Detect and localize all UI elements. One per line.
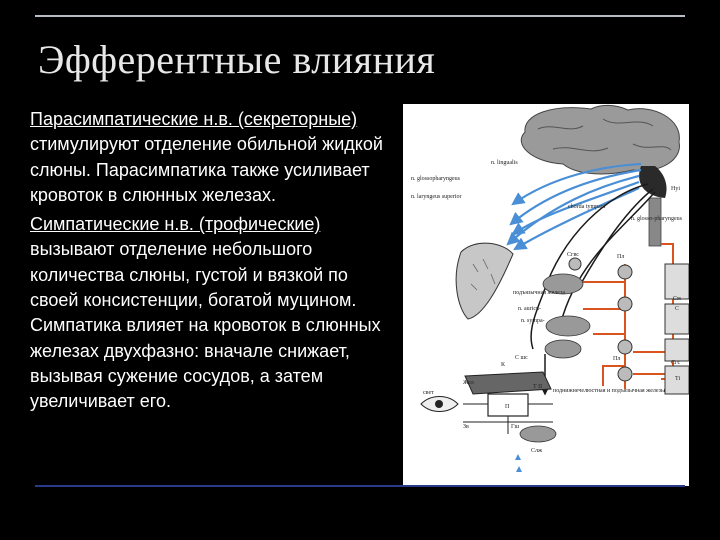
paragraph-parasympathetic: Парасимпатические н.в. (секреторные) сти…	[30, 107, 400, 208]
label-zv: Зв	[463, 424, 469, 430]
label-n-sympat: n. sympa-	[521, 318, 545, 324]
label-p: П	[505, 404, 510, 410]
label-pl2: Пл	[613, 356, 620, 362]
afferent-arrows	[506, 162, 642, 251]
brainstem	[639, 166, 667, 198]
paragraph-parasympathetic-text: стимулируют отделение обильной жидкой сл…	[30, 134, 383, 205]
tongue-texture	[470, 258, 496, 291]
label-n-sub-left: подъязычная железа	[513, 290, 565, 296]
label-chorda-tympani: chorda tympani	[568, 204, 606, 210]
label-cm: См	[673, 296, 681, 302]
submandibular-gland	[545, 315, 591, 337]
ganglia	[568, 257, 633, 382]
eye-pupil	[435, 400, 443, 408]
segment-box-1	[664, 263, 689, 300]
label-sgv: Сгвс	[567, 252, 579, 258]
label-n-glossopharyngeus: n. glossopharyngeus	[411, 176, 461, 182]
label-n-glossopharyngeus-2: n. glosso-pharyngeus	[631, 216, 683, 222]
bottom-rule	[35, 485, 685, 487]
glands	[519, 273, 591, 443]
efferent-nerves	[530, 183, 656, 396]
tongue-shape	[455, 242, 514, 320]
label-n-laryngeus: n. laryngeus superior	[411, 194, 462, 200]
spinal-cord	[648, 197, 662, 247]
paragraph-sympathetic-text: вызывают отделение небольшого количества…	[30, 239, 381, 412]
top-rule	[35, 15, 685, 17]
blue-arrow-2	[509, 168, 642, 226]
brain-folds	[537, 118, 672, 152]
label-s-sh: С шс	[515, 355, 528, 361]
segment-box-2	[664, 303, 689, 335]
nerve-chorda	[530, 183, 649, 350]
ganglion-1	[617, 264, 633, 280]
label-pl: Пл	[617, 254, 624, 260]
label-sluna: Слж	[531, 448, 543, 454]
spinal-segments	[664, 263, 689, 395]
sym-4	[602, 365, 625, 386]
slide-title: Эфферентные влияния	[38, 37, 436, 82]
label-svet: свет	[423, 390, 434, 396]
ganglion-sgv	[568, 257, 582, 271]
label-t-ii: Т II	[533, 384, 542, 390]
label-gsh: Гш	[511, 424, 519, 430]
blue-arrow-4	[511, 180, 640, 236]
label-zhel: Жел	[463, 380, 474, 386]
ganglion-3	[617, 339, 633, 355]
segment-box-4	[664, 365, 689, 395]
reflex-lines	[463, 403, 553, 434]
label-hyp: Нуі	[671, 186, 680, 192]
nerve-superior	[557, 191, 656, 335]
label-n-lingualis: n. lingualis	[491, 160, 518, 166]
blue-arrow-3	[506, 174, 640, 246]
paragraph-sympathetic: Симпатические н.в. (трофические) вызываю…	[30, 212, 400, 414]
label-pzh: поднижнечелюстная и подъязычная железы	[553, 388, 665, 394]
label-c: С	[675, 306, 679, 312]
label-k: К	[501, 362, 506, 368]
ganglion-4	[617, 366, 633, 382]
brain-shape	[520, 104, 680, 175]
ganglion-2	[617, 296, 633, 312]
blue-arrow-5	[513, 186, 640, 251]
label-sgs: Сгс	[671, 360, 680, 366]
blue-arrow-1	[511, 162, 642, 206]
nerve-glosso	[577, 188, 654, 290]
label-n-auric: n. auricu-	[518, 306, 541, 312]
saliva-drop-gland	[519, 425, 557, 443]
salivary-innervation-diagram: n. lingualis n. glossopharyngeus n. lary…	[403, 104, 689, 486]
reflex-box-top	[464, 371, 552, 395]
diagram-svg: n. lingualis n. glossopharyngeus n. lary…	[411, 104, 689, 472]
saliva-drops	[515, 454, 522, 472]
sublingual-gland	[544, 339, 582, 359]
parotid-gland	[542, 273, 584, 295]
label-t-i: Тi	[675, 376, 681, 382]
segment-box-3	[664, 338, 689, 362]
body-text: Парасимпатические н.в. (секреторные) сти…	[30, 107, 400, 419]
term-parasympathetic: Парасимпатические н.в. (секреторные)	[30, 109, 358, 129]
term-sympathetic: Симпатические н.в. (трофические)	[30, 214, 321, 235]
